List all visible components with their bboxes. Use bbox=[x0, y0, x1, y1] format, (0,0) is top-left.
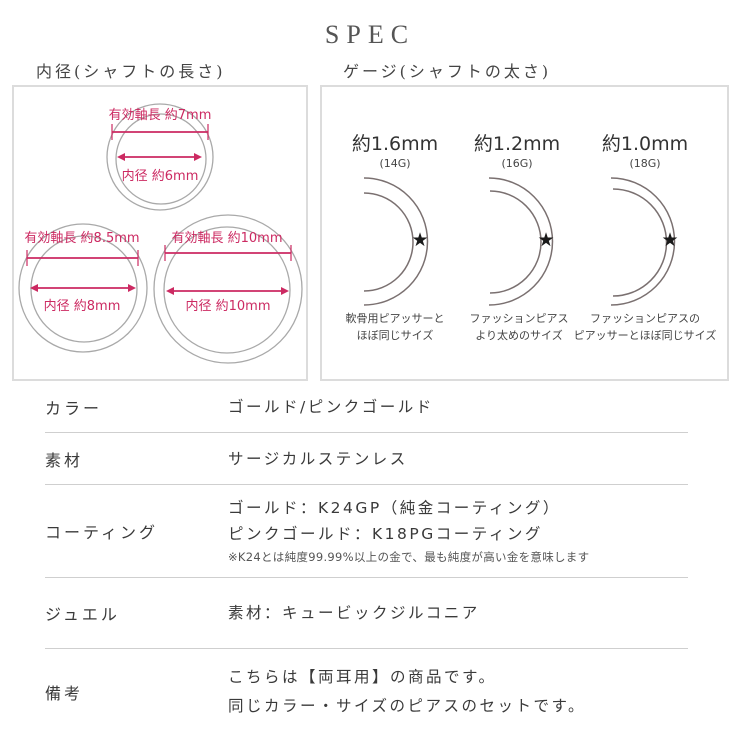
star-icon: ★ bbox=[537, 229, 554, 251]
spec-value-remarks-2: 同じカラー・サイズのピアスのセットです。 bbox=[228, 696, 586, 715]
spec-label-coating: コーティング bbox=[45, 523, 159, 542]
spec-value-material: サージカルステンレス bbox=[228, 449, 408, 468]
gauge-heading: ゲージ(シャフトの太さ) bbox=[343, 62, 552, 81]
gauge-14g-caption-1: 軟骨用ピアッサーと bbox=[346, 311, 445, 325]
spec-value-coating-pinkgold: ピンクゴールド：K18PGコーティング bbox=[228, 525, 543, 543]
spec-label-material: 素材 bbox=[45, 450, 84, 470]
spec-value-remarks-1: こちらは【両耳用】の商品です。 bbox=[228, 667, 497, 686]
gauge-18g-caption-1: ファッションピアスの bbox=[590, 312, 700, 325]
ring-medium-inner-label: 内径 約8mm bbox=[44, 298, 121, 314]
page-title: SPEC bbox=[324, 20, 416, 49]
spec-value-jewel: 素材：キュービックジルコニア bbox=[228, 604, 480, 622]
gauge-18g-caption-2: ピアッサーとほぼ同じサイズ bbox=[574, 328, 717, 342]
gauge-14g: 約1.6mm (14G) ★ 軟骨用ピアッサーと ほぼ同じサイズ bbox=[346, 133, 445, 342]
ring-small: 有効軸長 約7mm 内径 約6mm bbox=[106, 103, 214, 211]
spec-coating-note: ※K24とは純度99.99%以上の金で、最も純度が高い金を意味します bbox=[228, 550, 590, 564]
spec-label-color: カラー bbox=[45, 399, 103, 418]
gauge-14g-code: (14G) bbox=[379, 157, 410, 170]
spec-row-color: カラー ゴールド/ピンクゴールド bbox=[45, 382, 688, 433]
gauge-14g-caption-2: ほぼ同じサイズ bbox=[357, 328, 434, 342]
gauge-16g-caption-2: より太めのサイズ bbox=[475, 328, 562, 342]
inner-diameter-heading: 内径(シャフトの長さ) bbox=[36, 62, 226, 81]
gauge-16g: 約1.2mm (16G) ★ ファッションピアス より太めのサイズ bbox=[470, 133, 569, 342]
spec-row-coating: コーティング ゴールド：K24GP（純金コーティング） ピンクゴールド：K18P… bbox=[45, 485, 688, 578]
gauge-panel: 約1.6mm (14G) ★ 軟骨用ピアッサーと ほぼ同じサイズ 約1.2mm … bbox=[320, 85, 729, 381]
inner-diameter-panel: 有効軸長 約7mm 内径 約6mm 有効軸長 約8.5mm 内径 約8mm 有効… bbox=[12, 85, 308, 381]
gauge-14g-size: 約1.6mm bbox=[352, 133, 438, 155]
spec-value-color: ゴールド/ピンクゴールド bbox=[228, 398, 434, 416]
gauge-18g-code: (18G) bbox=[629, 157, 660, 170]
spec-value-coating-gold: ゴールド：K24GP（純金コーティング） bbox=[228, 499, 561, 517]
gauge-16g-code: (16G) bbox=[501, 157, 532, 170]
ring-large-effective-axis-label: 有効軸長 約10mm bbox=[171, 231, 282, 246]
ring-medium: 有効軸長 約8.5mm 内径 約8mm bbox=[18, 223, 148, 353]
ring-size-diagram: 有効軸長 約7mm 内径 約6mm 有効軸長 約8.5mm 内径 約8mm 有効… bbox=[18, 103, 303, 364]
ring-small-effective-axis-label: 有効軸長 約7mm bbox=[109, 108, 212, 123]
star-icon: ★ bbox=[411, 229, 428, 251]
ring-large: 有効軸長 約10mm 内径 約10mm bbox=[153, 214, 303, 364]
gauge-diagram: 約1.6mm (14G) ★ 軟骨用ピアッサーと ほぼ同じサイズ 約1.2mm … bbox=[346, 133, 717, 342]
spec-row-material: 素材 サージカルステンレス bbox=[45, 433, 688, 485]
gauge-18g-size: 約1.0mm bbox=[602, 133, 688, 155]
ring-small-inner-label: 内径 約6mm bbox=[122, 168, 199, 184]
spec-label-jewel: ジュエル bbox=[45, 605, 120, 624]
spec-row-remarks: 備考 こちらは【両耳用】の商品です。 同じカラー・サイズのピアスのセットです。 bbox=[45, 649, 688, 734]
spec-table: カラー ゴールド/ピンクゴールド 素材 サージカルステンレス コーティング ゴー… bbox=[45, 382, 688, 734]
star-icon: ★ bbox=[661, 229, 678, 251]
ring-large-inner-label: 内径 約10mm bbox=[185, 298, 270, 314]
ring-medium-effective-axis-label: 有効軸長 約8.5mm bbox=[24, 231, 139, 246]
gauge-16g-size: 約1.2mm bbox=[474, 133, 560, 155]
spec-row-jewel: ジュエル 素材：キュービックジルコニア bbox=[45, 578, 688, 649]
spec-label-remarks: 備考 bbox=[45, 683, 84, 703]
gauge-16g-caption-1: ファッションピアス bbox=[470, 312, 569, 325]
gauge-18g: 約1.0mm (18G) ★ ファッションピアスの ピアッサーとほぼ同じサイズ bbox=[574, 133, 717, 342]
